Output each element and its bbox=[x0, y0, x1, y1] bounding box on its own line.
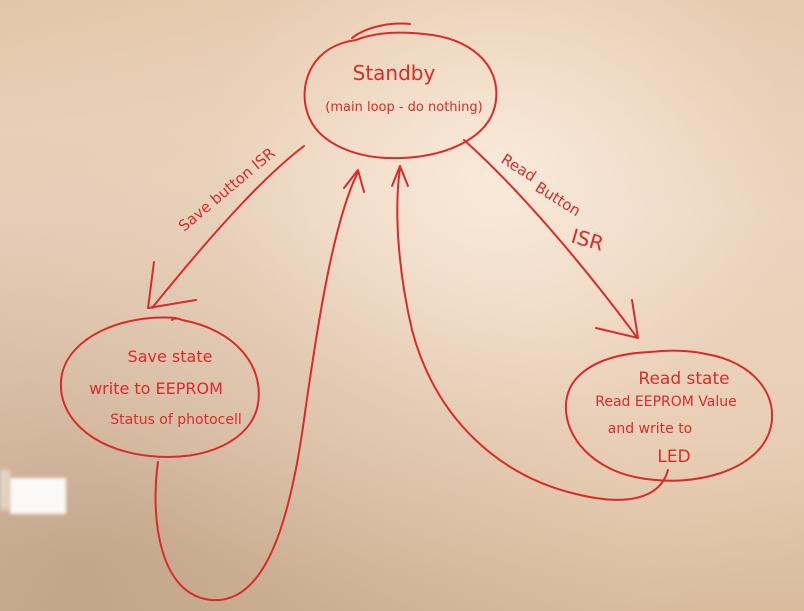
standby-state-node bbox=[303, 22, 498, 160]
read-return-line bbox=[396, 167, 669, 501]
save-return-line bbox=[154, 171, 359, 602]
read-state-line2: and write to bbox=[608, 421, 693, 437]
save-transition-line bbox=[151, 145, 305, 309]
read-transition-label-3: ISR bbox=[569, 224, 607, 256]
save-transition-label: Save button ISR bbox=[175, 144, 279, 235]
save-state-title: Save state bbox=[128, 347, 213, 366]
light-reflection bbox=[10, 478, 66, 514]
read-transition-arrowhead bbox=[595, 299, 639, 339]
read-transition-label-2: Button bbox=[532, 178, 584, 220]
read-state-line1: Read EEPROM Value bbox=[595, 394, 736, 410]
save-state-line2: Status of photocell bbox=[110, 412, 241, 428]
read-state-title: Read state bbox=[638, 369, 729, 389]
save-state-node bbox=[59, 316, 260, 458]
save-return-arrowhead bbox=[343, 169, 365, 193]
standby-subtitle: (main loop - do nothing) bbox=[325, 100, 482, 115]
read-return-arrowhead bbox=[391, 165, 409, 187]
standby-title: Standby bbox=[353, 61, 436, 85]
read-state-node bbox=[564, 349, 774, 482]
read-state-line3: LED bbox=[657, 447, 690, 467]
read-transition-line bbox=[463, 139, 637, 337]
save-state-line1: write to EEPROM bbox=[89, 379, 223, 398]
save-transition-arrowhead bbox=[147, 261, 197, 309]
light-reflection-edge bbox=[0, 470, 10, 510]
